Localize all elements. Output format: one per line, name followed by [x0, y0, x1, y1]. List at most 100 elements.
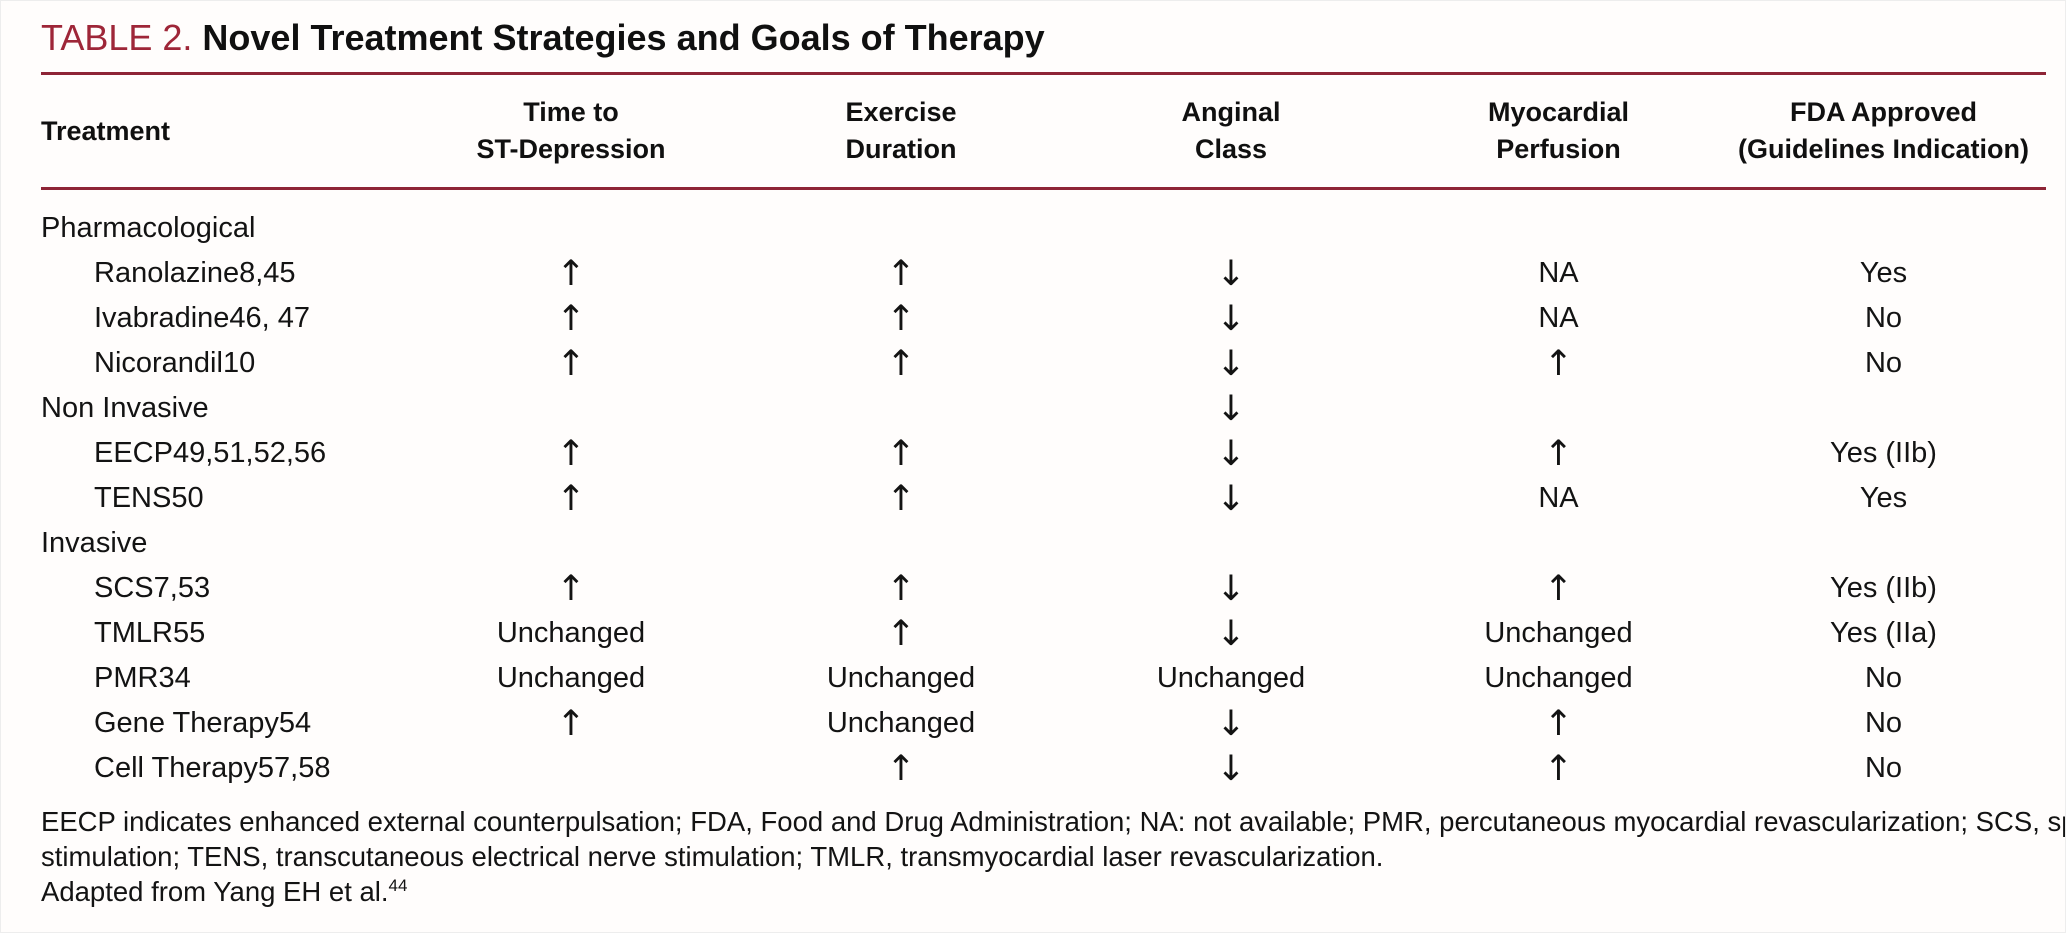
table-row: Non Invasive ↓: [41, 386, 2046, 431]
column-header-line: Anginal: [1181, 97, 1281, 127]
cell-myocardial-perfusion: [1396, 189, 1721, 252]
cell-exercise-duration: ↑: [886, 343, 916, 384]
cell-anginal-class: ↓: [1216, 433, 1246, 474]
cell-treatment: Gene Therapy54: [94, 707, 312, 739]
cell-fda-approved: [1721, 189, 2046, 252]
table-row: TMLR55 Unchanged ↑ ↓ Unchanged Yes (IIa): [41, 611, 2046, 656]
table-row: PMR34 Unchanged Unchanged Unchanged Unch…: [41, 656, 2046, 701]
column-header-anginal-class: Anginal Class: [1066, 72, 1396, 190]
cell-exercise-duration: [736, 189, 1066, 252]
cell-treatment: Ranolazine8,45: [94, 257, 296, 289]
cell-myocardial-perfusion: [1396, 521, 1721, 566]
cell-anginal-class: ↓: [1216, 388, 1246, 429]
cell-myocardial-perfusion: ↑: [1543, 748, 1574, 789]
cell-myocardial-perfusion: NA: [1538, 482, 1579, 514]
cell-st-depression: ↑: [556, 568, 586, 609]
column-header-line: Duration: [845, 134, 957, 164]
footnote-abbreviations-line2: stimulation; TENS, transcutaneous electr…: [41, 841, 1384, 872]
cell-anginal-class: ↓: [1216, 298, 1246, 339]
cell-treatment: Invasive: [41, 527, 148, 559]
cell-treatment: EECP49,51,52,56: [94, 437, 327, 469]
column-header-line: Class: [1194, 134, 1268, 164]
column-header-fda-approved: FDA Approved (Guidelines Indication): [1721, 72, 2046, 190]
cell-exercise-duration: ↑: [886, 568, 916, 609]
cell-anginal-class: [1066, 521, 1396, 566]
cell-myocardial-perfusion: Unchanged: [1484, 617, 1633, 649]
cell-treatment: Ivabradine46, 47: [94, 302, 311, 334]
cell-st-depression: Unchanged: [496, 617, 646, 649]
table-row: Ivabradine46, 47 ↑ ↑ ↓ NA No: [41, 296, 2046, 341]
cell-exercise-duration: ↑: [886, 613, 916, 654]
cell-exercise-duration: ↑: [886, 748, 916, 789]
column-header-line: Myocardial: [1487, 97, 1630, 127]
footnote-reference-superscript: 44: [388, 875, 408, 895]
table-number-label: TABLE 2.: [41, 17, 193, 58]
cell-myocardial-perfusion: [1396, 386, 1721, 431]
page-title: TABLE 2.Novel Treatment Strategies and G…: [41, 17, 2045, 59]
table-row: Nicorandil10 ↑ ↑ ↓ ↑ No: [41, 341, 2046, 386]
cell-myocardial-perfusion: Unchanged: [1484, 662, 1633, 694]
cell-anginal-class: ↓: [1216, 613, 1246, 654]
cell-st-depression: ↑: [556, 298, 586, 339]
cell-st-depression: [406, 189, 736, 252]
cell-anginal-class: ↓: [1216, 253, 1246, 294]
cell-fda-approved: No: [1864, 707, 1903, 739]
cell-st-depression: [406, 386, 736, 431]
cell-exercise-duration: ↑: [886, 433, 916, 474]
cell-exercise-duration: [736, 521, 1066, 566]
cell-fda-approved: Yes: [1859, 257, 1908, 289]
cell-myocardial-perfusion: NA: [1538, 302, 1579, 334]
cell-myocardial-perfusion: NA: [1538, 257, 1579, 289]
cell-myocardial-perfusion: ↑: [1543, 343, 1574, 384]
cell-anginal-class: ↓: [1216, 748, 1246, 789]
column-header-line: Time to: [523, 97, 619, 127]
cell-fda-approved: Yes (IIa): [1830, 617, 1937, 649]
cell-treatment: Nicorandil10: [94, 347, 256, 379]
cell-exercise-duration: ↑: [886, 253, 916, 294]
column-header-line: Treatment: [41, 115, 171, 146]
table-row: Pharmacological: [41, 189, 2046, 252]
cell-treatment: PMR34: [94, 662, 191, 694]
cell-fda-approved: No: [1864, 662, 1903, 694]
header-row: Treatment Time to ST-Depression Exercise…: [41, 72, 2046, 190]
cell-anginal-class: ↓: [1216, 568, 1246, 609]
cell-exercise-duration: Unchanged: [826, 707, 976, 739]
cell-st-depression: ↑: [556, 253, 586, 294]
cell-anginal-class: ↓: [1216, 703, 1246, 744]
table-row: Gene Therapy54 ↑ Unchanged ↓ ↑ No: [41, 701, 2046, 746]
cell-myocardial-perfusion: ↑: [1543, 433, 1574, 474]
column-header-line: ST-Depression: [476, 134, 666, 164]
footnote-adapted: Adapted from Yang EH et al.44: [41, 874, 2045, 909]
table-row: SCS7,53 ↑ ↑ ↓ ↑ Yes (IIb): [41, 566, 2046, 611]
cell-treatment: Cell Therapy57,58: [94, 752, 331, 784]
treatment-strategies-table: Treatment Time to ST-Depression Exercise…: [41, 72, 2046, 791]
cell-fda-approved: No: [1864, 347, 1903, 379]
cell-fda-approved: Yes (IIb): [1830, 437, 1937, 469]
column-header-line: (Guidelines Indication): [1737, 134, 2029, 164]
cell-treatment: TENS50: [94, 482, 204, 514]
cell-fda-approved: No: [1864, 752, 1903, 784]
cell-fda-approved: Yes (IIb): [1830, 572, 1937, 604]
cell-anginal-class: ↓: [1216, 343, 1246, 384]
cell-st-depression: [406, 746, 736, 791]
cell-st-depression: ↑: [556, 343, 586, 384]
cell-fda-approved: No: [1864, 302, 1903, 334]
cell-st-depression: ↑: [556, 703, 586, 744]
table-row: TENS50 ↑ ↑ ↓ NA Yes: [41, 476, 2046, 521]
cell-exercise-duration: ↑: [886, 478, 916, 519]
table-title-text: Novel Treatment Strategies and Goals of …: [202, 17, 1045, 58]
table-footnote: EECP indicates enhanced external counter…: [41, 804, 2065, 909]
cell-st-depression: Unchanged: [496, 662, 646, 694]
cell-anginal-class: Unchanged: [1156, 662, 1306, 694]
cell-anginal-class: [1066, 189, 1396, 252]
column-header-myocardial-perfusion: Myocardial Perfusion: [1396, 72, 1721, 190]
cell-exercise-duration: [736, 386, 1066, 431]
cell-fda-approved: Yes: [1859, 482, 1908, 514]
cell-st-depression: [406, 521, 736, 566]
column-header-line: FDA Approved: [1790, 97, 1977, 127]
cell-exercise-duration: Unchanged: [826, 662, 976, 694]
cell-treatment: SCS7,53: [94, 572, 211, 604]
cell-treatment: TMLR55: [94, 617, 206, 649]
cell-myocardial-perfusion: ↑: [1543, 703, 1574, 744]
